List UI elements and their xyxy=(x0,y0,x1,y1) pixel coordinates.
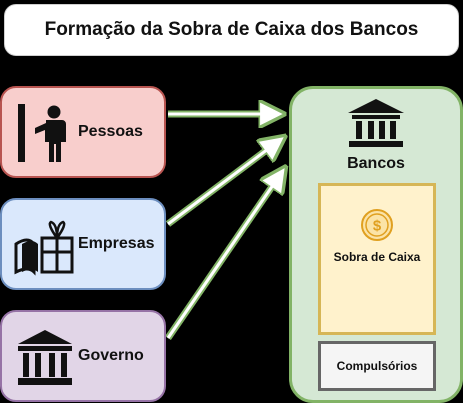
compulsorios-box: Compulsórios xyxy=(318,341,436,391)
source-pessoas: Pessoas xyxy=(0,86,166,178)
source-governo: Governo xyxy=(0,310,166,402)
arrow-empresas-to-bancos xyxy=(165,140,280,227)
bank-building-icon xyxy=(348,99,404,147)
diagram-title: Formação da Sobra de Caixa dos Bancos xyxy=(44,19,419,40)
governo-label: Governo xyxy=(78,347,144,364)
pessoas-label: Pessoas xyxy=(78,123,143,140)
compulsorios-label: Compulsórios xyxy=(336,359,418,373)
banks-container: Bancos $ Sobra de Caixa Compulsórios xyxy=(289,86,463,403)
books-and-gift-icon xyxy=(14,220,74,276)
title-box: Formação da Sobra de Caixa dos Bancos xyxy=(4,4,459,56)
sobra-de-caixa-label: Sobra de Caixa xyxy=(333,250,421,264)
source-empresas: Empresas xyxy=(0,198,166,290)
empresas-label: Empresas xyxy=(78,235,155,252)
arrow-governo-to-bancos xyxy=(165,172,282,340)
dollar-coin-icon: $ xyxy=(361,209,393,241)
government-building-icon xyxy=(18,330,72,385)
bancos-label: Bancos xyxy=(347,155,405,172)
sobra-de-caixa-box: $ Sobra de Caixa xyxy=(318,183,436,335)
svg-text:$: $ xyxy=(373,218,382,235)
person-at-door-icon xyxy=(18,104,66,162)
